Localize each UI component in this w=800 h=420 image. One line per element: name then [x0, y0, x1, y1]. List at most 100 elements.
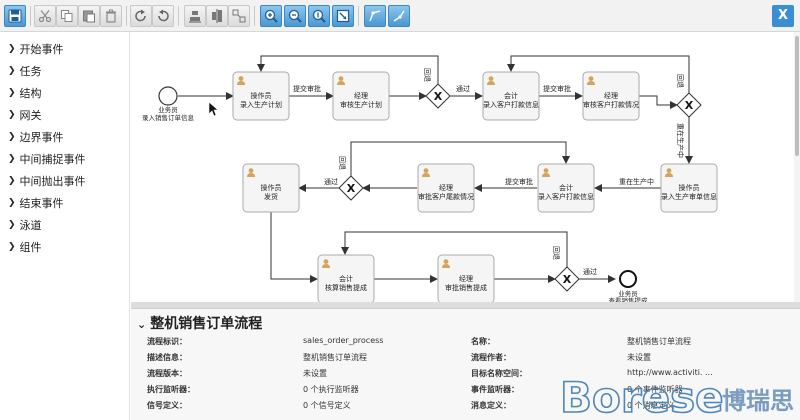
chevron-down-icon: ⌄ [137, 318, 147, 331]
palette-group-task[interactable]: ❯任务 [0, 60, 129, 82]
user-task[interactable]: 操作员 发货 [242, 163, 300, 213]
copy-button[interactable] [56, 5, 78, 27]
user-task[interactable]: 操作员 录入生产计划 [232, 71, 290, 121]
palette-group-label: 任务 [19, 65, 42, 78]
toolbar-separator [126, 6, 127, 26]
properties-title[interactable]: ⌄整机销售订单流程 [137, 313, 262, 333]
align-vertical-icon [189, 11, 201, 23]
user-task[interactable]: 操作员 录入生产审单信息 [660, 163, 718, 213]
property-row: 流程版本： 未设置 目标名称空间： http://www.activiti. .… [131, 365, 800, 381]
flow-gw2-return[interactable] [507, 55, 690, 93]
exclusive-gateway[interactable]: X [338, 175, 364, 201]
property-value[interactable]: 整机销售订单流程 [303, 353, 367, 362]
flow-t4-to-gw2[interactable] [638, 95, 678, 109]
chevron-right-icon: ❯ [8, 176, 16, 186]
zoom-out-button[interactable] [284, 5, 306, 27]
property-key: 描述信息： [147, 353, 187, 362]
property-value[interactable]: 0 个事件监听器 [627, 385, 683, 394]
redo-icon [135, 9, 146, 22]
remove-bendpoint-button[interactable] [388, 5, 410, 27]
close-button[interactable]: X [772, 5, 794, 27]
user-task[interactable]: 经理 审核生产计划 [332, 71, 390, 121]
palette-group-catch-event[interactable]: ❯中间捕捉事件 [0, 148, 129, 170]
palette-group-start-event[interactable]: ❯开始事件 [0, 38, 129, 60]
property-key: 目标名称空间： [471, 369, 527, 378]
exclusive-gateway[interactable]: X [425, 83, 451, 109]
flow-gw1-return[interactable] [257, 55, 439, 84]
property-value[interactable]: http://www.activiti. ... [627, 368, 713, 377]
add-bendpoint-button[interactable] [364, 5, 386, 27]
delete-button[interactable] [100, 5, 122, 27]
user-task[interactable]: 经理 审批客户尾款情况 [417, 163, 475, 213]
end-event[interactable]: 业务员 查看销售提成 [609, 270, 649, 304]
palette-group-component[interactable]: ❯组件 [0, 236, 129, 258]
property-value[interactable]: 0 个信号定义 [303, 401, 351, 410]
user-task[interactable]: 会计 录入客户打款信息 [537, 163, 595, 213]
chevron-right-icon: ❯ [8, 154, 16, 164]
flow-gw4-return[interactable] [341, 231, 568, 267]
save-button[interactable] [4, 5, 26, 27]
diagram-canvas[interactable]: 提交审批 通过 回退 提交审批 回退 重在生产中 重在生产中 提交审批 通过 回… [131, 32, 800, 304]
chevron-right-icon: ❯ [8, 88, 16, 98]
task-label: 经理 [439, 183, 453, 192]
task-label: 录入生产审单信息 [661, 192, 717, 201]
task-label: 操作员 [679, 183, 700, 192]
start-event[interactable]: 业务员 录入销售订单信息 [142, 86, 195, 122]
property-value[interactable]: sales_order_process [303, 336, 384, 345]
task-label: 经理 [604, 91, 618, 100]
same-size-icon [232, 9, 246, 23]
palette-group-throw-event[interactable]: ❯中间抛出事件 [0, 170, 129, 192]
redo-button[interactable] [130, 5, 152, 27]
palette-group-label: 边界事件 [19, 131, 64, 144]
exclusive-gateway[interactable]: X [554, 266, 580, 292]
scrollbar-thumb[interactable] [795, 36, 799, 156]
user-task[interactable]: 会计 核算销售提成 [317, 254, 375, 304]
watermark-cjk: 博瑞思 [722, 387, 794, 415]
end-event-label: 业务员 [618, 289, 638, 298]
toolbar-separator [358, 6, 359, 26]
property-value[interactable]: 整机销售订单流程 [627, 337, 691, 346]
zoom-in-icon [264, 9, 278, 23]
user-task[interactable]: 会计 录入客户打款信息 [482, 71, 540, 121]
zoom-fit-icon [336, 9, 350, 23]
palette-group-gateway[interactable]: ❯网关 [0, 104, 129, 126]
palette-group-structure[interactable]: ❯结构 [0, 82, 129, 104]
flow-t8-to-t9[interactable] [270, 212, 318, 283]
flow-label: 提交审批 [543, 84, 571, 93]
flow-gw3-return[interactable] [350, 141, 570, 176]
task-label: 会计 [339, 274, 353, 283]
palette-group-boundary-event[interactable]: ❯边界事件 [0, 126, 129, 148]
exclusive-gateway[interactable]: X [676, 92, 702, 118]
user-task[interactable]: 经理 审批销售提成 [437, 254, 495, 304]
property-value[interactable]: 未设置 [627, 353, 651, 362]
vertical-scrollbar[interactable] [794, 32, 800, 304]
property-value[interactable]: 0 个执行监听器 [303, 385, 359, 394]
property-value[interactable]: 未设置 [303, 369, 327, 378]
property-key: 流程作者： [471, 353, 511, 362]
palette-group-label: 开始事件 [19, 43, 64, 56]
gateway-x-icon: X [347, 182, 356, 195]
zoom-fit-button[interactable] [332, 5, 354, 27]
align-vertical-button[interactable] [184, 5, 206, 27]
cut-button[interactable] [34, 5, 56, 27]
property-value[interactable]: 0 个消息定义 [627, 401, 675, 410]
same-size-button[interactable] [228, 5, 250, 27]
property-row: 流程标识： sales_order_process 名称： 整机销售订单流程 [131, 333, 800, 349]
user-task[interactable]: 经理 审核客户打款情况 [582, 71, 640, 121]
task-label: 会计 [559, 183, 573, 192]
zoom-out-icon [288, 9, 302, 23]
undo-icon [158, 9, 169, 22]
zoom-actual-button[interactable] [308, 5, 330, 27]
palette-group-end-event[interactable]: ❯结束事件 [0, 192, 129, 214]
zoom-in-button[interactable] [260, 5, 282, 27]
undo-button[interactable] [152, 5, 174, 27]
chevron-right-icon: ❯ [8, 198, 16, 208]
paste-button[interactable] [78, 5, 100, 27]
bendpoint-remove-icon [393, 10, 405, 22]
property-key: 名称： [471, 337, 495, 346]
copy-icon [61, 10, 73, 22]
panel-splitter[interactable] [131, 302, 800, 308]
align-horizontal-button[interactable] [206, 5, 228, 27]
toolbar-separator [178, 6, 179, 26]
palette-group-lane[interactable]: ❯泳道 [0, 214, 129, 236]
